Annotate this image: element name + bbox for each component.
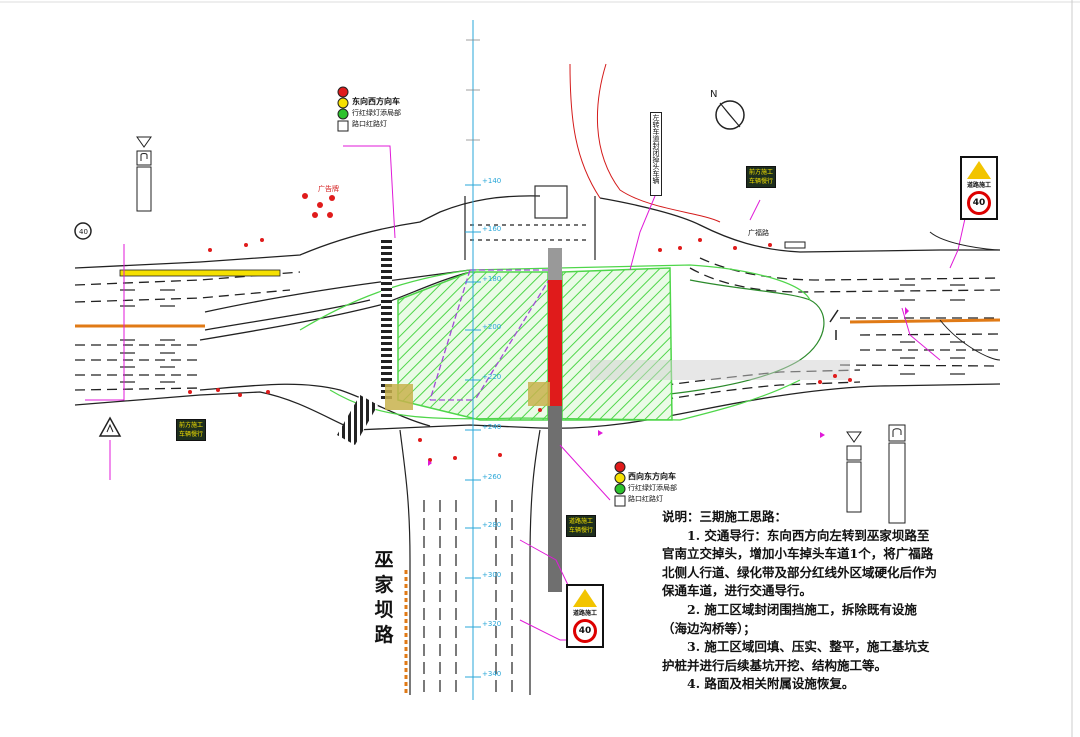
signal-top-line1: 东向西方向车 bbox=[352, 97, 400, 106]
road-name-wujiaba: 巫 家 坝 路 bbox=[372, 548, 396, 648]
road-name-char: 坝 bbox=[374, 599, 394, 621]
construction-notes: 说明：三期施工思路： 1. 交通导行：东向西方向左转到巫家坝路至官南立交掉头，增… bbox=[662, 508, 937, 694]
north-arrow-icon: N bbox=[710, 89, 745, 130]
station-plus160: +160 bbox=[482, 225, 502, 233]
panel-sign-top: 前方施工 车辆慢行 bbox=[746, 166, 777, 188]
station-plus320: +320 bbox=[482, 620, 502, 628]
notes-item-3: 3. 施工区域回填、压实、整平，施工基坑支护桩并进行后续基坑开挖、结构施工等。 bbox=[662, 639, 930, 673]
notes-item-2: 2. 施工区域封闭围挡施工，拆除既有设施（海边沟桥等）； bbox=[662, 601, 917, 636]
lane-arrows-west bbox=[120, 284, 965, 383]
work-zone-east bbox=[561, 267, 673, 421]
uturn-sign-icon-2 bbox=[846, 431, 862, 513]
station-plus260: +260 bbox=[482, 473, 502, 481]
station-plus200: +200 bbox=[482, 323, 502, 331]
station-plus300: +300 bbox=[482, 571, 502, 579]
uturn-sign-icon bbox=[136, 136, 152, 212]
panel-sign-line2: 车辆慢行 bbox=[569, 527, 594, 534]
signal-bottom-line2: 行红绿灯添局部 bbox=[628, 484, 677, 492]
notes-title: 说明：三期施工思路： bbox=[662, 509, 788, 524]
panel-sign-bottom: 道路施工 车辆慢行 bbox=[566, 515, 597, 537]
speed-limit-icon: 40 bbox=[967, 191, 991, 215]
label-guangfu-road: 广福路 bbox=[748, 229, 769, 237]
svg-text:40: 40 bbox=[79, 228, 88, 236]
station-plus180: +180 bbox=[482, 275, 502, 283]
station-plus140: +140 bbox=[482, 177, 502, 185]
crosswalk-west bbox=[381, 238, 392, 402]
panel-sign-line3: 道路施工 bbox=[569, 518, 594, 525]
panel-sign-line1: 前方施工 bbox=[749, 169, 774, 176]
speed-circle-icon: 40 bbox=[74, 222, 92, 240]
uturn-sign-icon-3 bbox=[888, 424, 906, 524]
roadwork-sign-text: 道路施工 bbox=[572, 610, 597, 617]
roadwork-sign-bottom: 道路施工 40 bbox=[566, 584, 604, 648]
station-plus220: +220 bbox=[482, 373, 502, 381]
station-plus280: +280 bbox=[482, 521, 502, 529]
road-name-char: 巫 bbox=[374, 549, 394, 571]
panel-sign-line1: 前方施工 bbox=[179, 422, 204, 429]
warning-sign-icon bbox=[98, 416, 122, 437]
station-plus240: +240 bbox=[482, 423, 502, 431]
traffic-light-bottom-icon bbox=[614, 461, 626, 507]
west-barrier bbox=[119, 269, 281, 277]
notes-item-1: 1. 交通导行：东向西方向左转到巫家坝路至官南立交掉头，增加小车掉头车道1个，将… bbox=[662, 527, 938, 599]
signal-bottom-line3: 路口红路灯 bbox=[628, 495, 663, 503]
median-line-east bbox=[849, 318, 1001, 324]
red-bar bbox=[548, 280, 562, 406]
speed-limit-icon: 40 bbox=[573, 619, 597, 643]
traffic-light-top-icon bbox=[337, 86, 349, 132]
roadwork-sign-top-right: 道路施工 40 bbox=[960, 156, 998, 220]
north-road bbox=[464, 185, 596, 260]
south-road bbox=[399, 429, 541, 695]
signal-top-line3: 路口红路灯 bbox=[352, 120, 387, 128]
road-name-char: 家 bbox=[374, 574, 394, 596]
signal-bottom-line1: 西向东方向车 bbox=[628, 472, 676, 481]
label-billboard: 广告牌 bbox=[318, 185, 339, 193]
red-road-edge bbox=[569, 63, 721, 223]
svg-text:N: N bbox=[710, 89, 717, 100]
top-center-vertical-note: 左转车道封闭掉头车辆 bbox=[650, 112, 662, 196]
panel-sign-line2: 车辆慢行 bbox=[179, 431, 204, 438]
road-name-char: 路 bbox=[374, 624, 394, 646]
roadwork-triangle-icon bbox=[967, 161, 991, 179]
signal-top-line2: 行红绿灯添局部 bbox=[352, 109, 401, 117]
notes-item-4: 4. 路面及相关附属设施恢复。 bbox=[687, 676, 855, 692]
roadwork-triangle-icon bbox=[573, 589, 597, 607]
station-plus340: +340 bbox=[482, 670, 502, 678]
panel-sign-line2: 车辆慢行 bbox=[749, 178, 774, 185]
roadwork-sign-text: 道路施工 bbox=[966, 182, 991, 189]
grey-column bbox=[548, 406, 562, 592]
panel-sign-left: 前方施工 车辆慢行 bbox=[176, 419, 207, 441]
crosswalk-sw bbox=[337, 395, 378, 445]
